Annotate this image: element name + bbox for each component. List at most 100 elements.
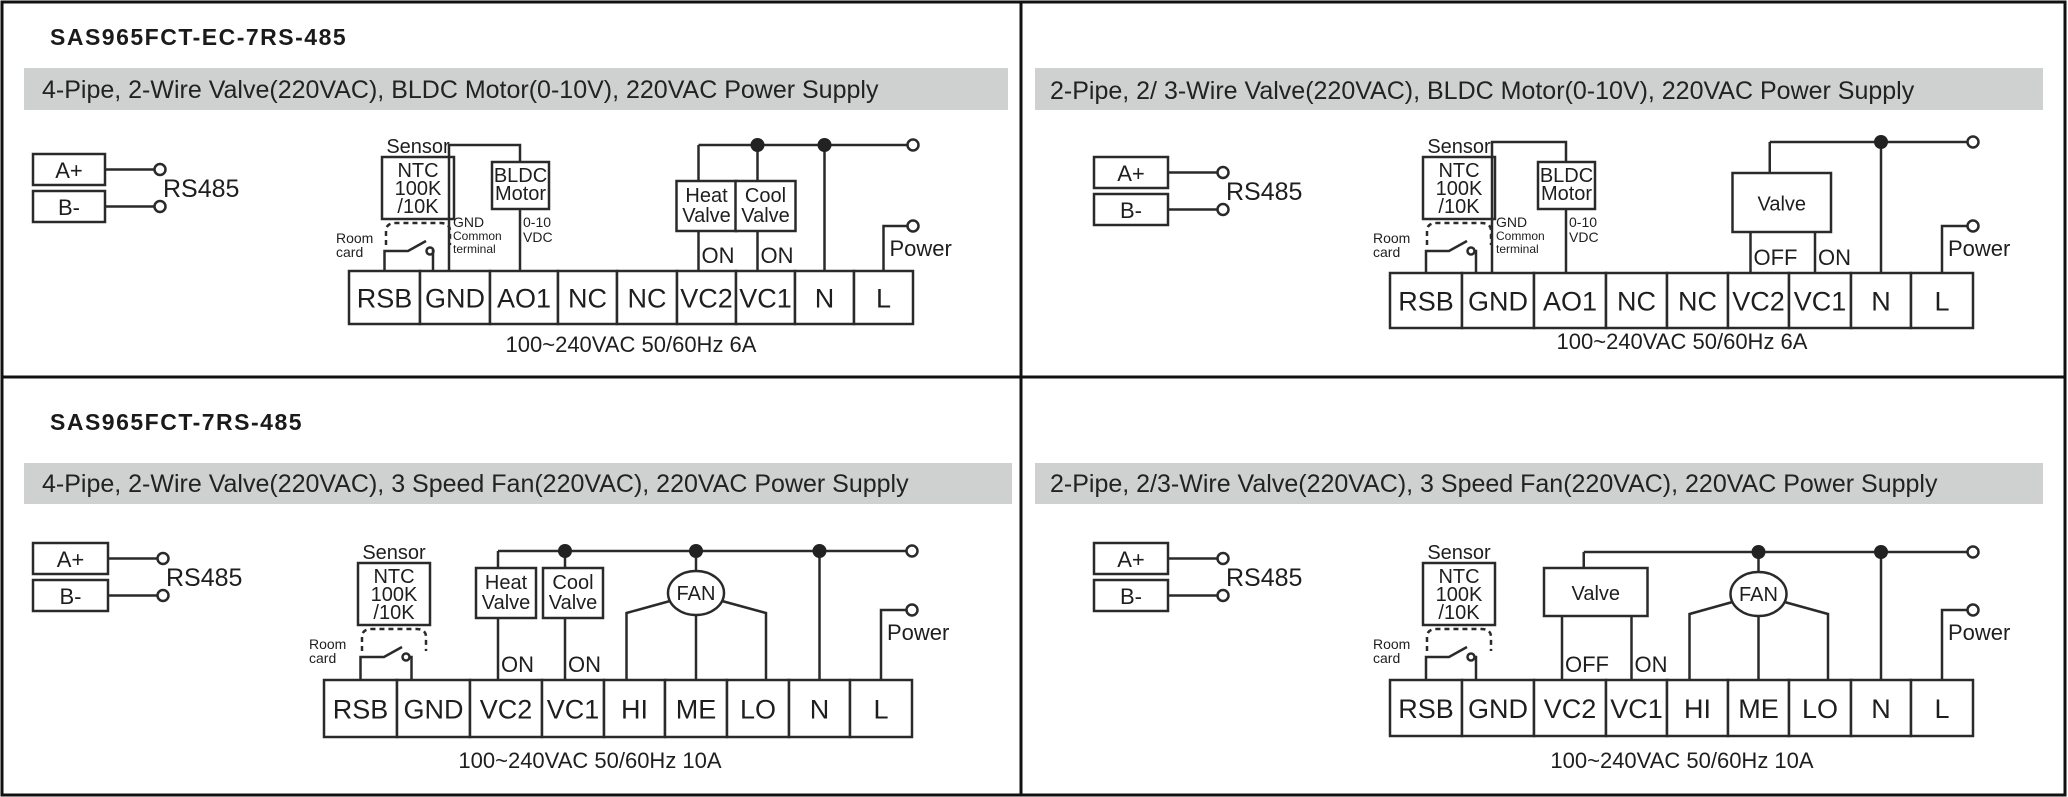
- valve-text: Valve: [1757, 194, 1806, 216]
- room-card-label: Room: [1373, 636, 1410, 652]
- supply-terminal-circle-icon: [905, 544, 919, 558]
- terminal-label: RSB: [333, 695, 389, 725]
- valve-state-label: ON: [761, 243, 794, 268]
- switch-contact-icon: [401, 652, 411, 662]
- valve-box: [1542, 566, 1649, 618]
- terminal-rsb: [322, 678, 399, 739]
- terminal-rsb: [1388, 271, 1464, 330]
- terminal-l: [1909, 271, 1975, 330]
- valve-state-label: ON: [501, 652, 534, 677]
- room-card-dashed-link: [1425, 627, 1493, 651]
- gnd-common-note: GND: [453, 214, 484, 230]
- terminal-open-circle-icon: [156, 588, 170, 603]
- switch-contact-icon: [1466, 652, 1476, 662]
- valve-text: Valve: [682, 205, 731, 227]
- bldc-motor-text: BLDC: [1540, 165, 1593, 187]
- rs485-a-label: A+: [57, 547, 85, 572]
- rs485-a-label: A+: [1117, 161, 1145, 186]
- terminal-open-circle-icon: [153, 162, 167, 177]
- terminal-ao1: [488, 269, 560, 326]
- ntc-sensor-text: 100K: [1436, 584, 1483, 606]
- room-card-label: card: [336, 244, 363, 260]
- room-card-dashed-link: [360, 627, 428, 651]
- room-card-dashed-link: [1425, 221, 1493, 245]
- terminal-open-circle-icon: [153, 199, 167, 214]
- terminal-label: N: [1871, 287, 1891, 317]
- rs485-bus-label: RS485: [163, 175, 239, 203]
- rs485-b-label: B-: [58, 195, 80, 220]
- terminal-rsb: [1388, 678, 1464, 738]
- terminal-label: NC: [628, 284, 667, 314]
- rs485-connector: A+B-RS485: [1092, 155, 1302, 227]
- valve-text: Valve: [741, 205, 790, 227]
- terminal-rsb: [347, 269, 422, 326]
- terminal-l: [852, 269, 915, 326]
- band-text-bottom-left: 4-Pipe, 2-Wire Valve(220VAC), 3 Speed Fa…: [42, 470, 909, 498]
- terminal-label: AO1: [1543, 287, 1597, 317]
- rs485-connector: A+B-RS485: [1092, 541, 1302, 613]
- terminal-nc: [556, 269, 619, 326]
- terminal-label: N: [1871, 694, 1891, 724]
- ntc-sensor-text: 100K: [371, 584, 418, 606]
- sensor-title: Sensor: [386, 136, 450, 158]
- terminal-label: L: [873, 695, 888, 725]
- fan-hi-wire: [625, 599, 671, 680]
- room-card-label: Room: [309, 636, 346, 652]
- supply-terminal-circle-icon: [1966, 135, 1980, 149]
- rs485-connector: A+B-RS485: [31, 541, 242, 613]
- rs485-bus-label: RS485: [166, 564, 242, 592]
- rs485-b-label: B-: [1120, 584, 1142, 609]
- terminal-label: N: [815, 284, 835, 314]
- ntc-sensor-text: /10K: [397, 196, 439, 218]
- room-card-dashed-link: [384, 221, 452, 245]
- valve-text: Valve: [1571, 583, 1620, 605]
- valve-text: Valve: [482, 592, 531, 614]
- room-card-label: card: [309, 650, 336, 666]
- terminal-label: VC2: [480, 695, 533, 725]
- terminal-label: L: [876, 284, 891, 314]
- terminal-label: LO: [740, 695, 776, 725]
- power-label: Power: [1948, 620, 2010, 645]
- terminal-open-circle-icon: [1216, 551, 1230, 566]
- terminal-hi: [1665, 678, 1730, 738]
- band-top-left: 4-Pipe, 2-Wire Valve(220VAC), BLDC Motor…: [24, 68, 1008, 110]
- power-terminal-circle-icon: [905, 603, 919, 617]
- terminal-vc1: [1604, 678, 1669, 738]
- gnd-common-note: GND: [1496, 214, 1527, 230]
- band-text-bottom-right: 2-Pipe, 2/3-Wire Valve(220VAC), 3 Speed …: [1050, 470, 1938, 498]
- valve-text: Cool: [552, 572, 593, 594]
- terminal-label: RSB: [1398, 287, 1454, 317]
- power-label: Power: [890, 236, 952, 261]
- room-card-gnd-wire: [410, 655, 413, 680]
- terminal-label: NC: [568, 284, 607, 314]
- room-card-label: card: [1373, 244, 1400, 260]
- fan-label: FAN: [1739, 584, 1778, 606]
- ntc-sensor-text: /10K: [373, 602, 415, 624]
- sensor-title: Sensor: [1427, 136, 1491, 158]
- bldc-motor-text: Motor: [1541, 183, 1592, 205]
- ntc-sensor-text: 100K: [395, 178, 442, 200]
- power-rating-label: 100~240VAC 50/60Hz 6A: [506, 332, 757, 357]
- terminal-vc1: [734, 269, 797, 326]
- terminal-label: VC2: [680, 284, 733, 314]
- terminal-label: GND: [1468, 694, 1528, 724]
- room-card-switch-wire: [383, 239, 427, 271]
- ntc-sensor-box: [380, 155, 456, 221]
- signal-0-10vdc-note: 0-10: [1569, 214, 1597, 230]
- bldc-motor-text: BLDC: [494, 165, 547, 187]
- fan-lo-wire: [721, 599, 768, 680]
- terminal-label: VC1: [1794, 287, 1847, 317]
